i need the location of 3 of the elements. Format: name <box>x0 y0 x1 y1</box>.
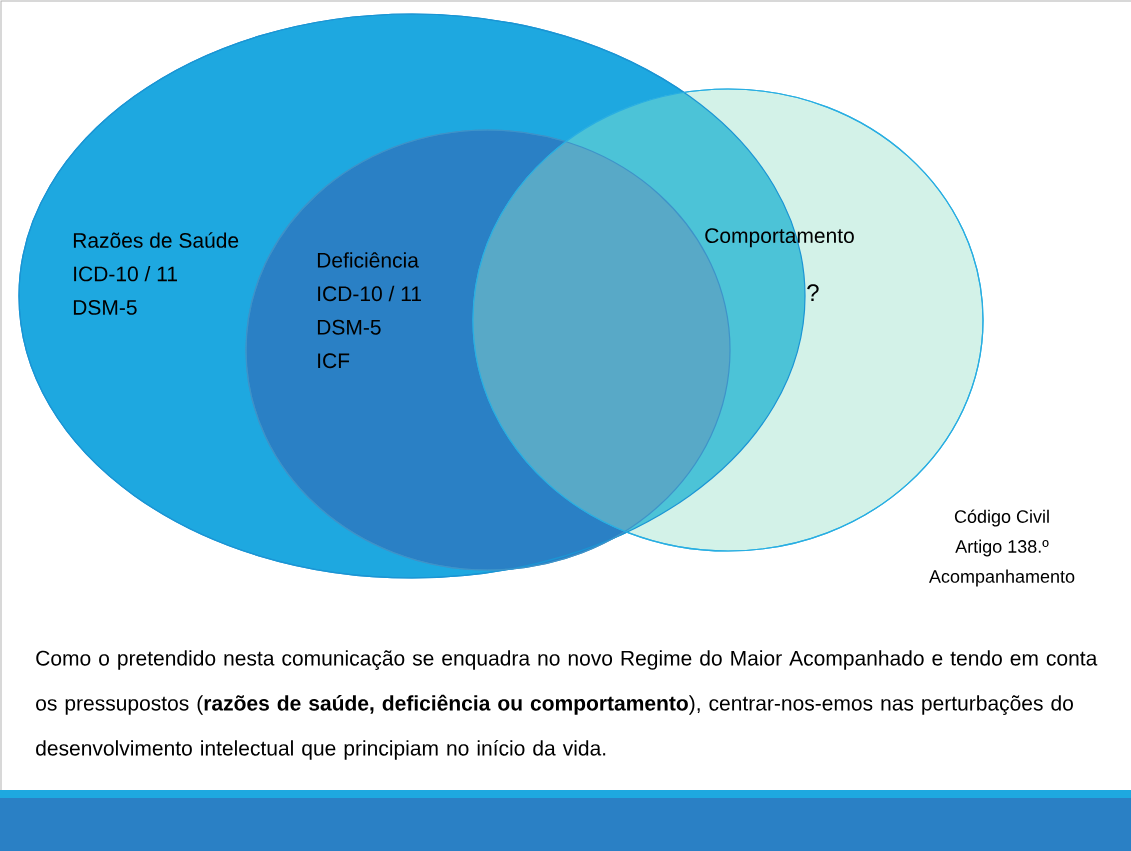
body-paragraph: Como o pretendido nesta comunicação se enquadra no novo Regime do Maior Acompanhado e tendo em conta os pressupostos (razões de saúde, deficiência ou comportamento), centrar-nos-emos nas perturbações do desenvolvimento intelectual que principiam no início da vida. <box>36 650 1098 760</box>
note-text: Artigo 138.º <box>955 539 1049 557</box>
note-text: Acompanhamento <box>929 569 1075 587</box>
